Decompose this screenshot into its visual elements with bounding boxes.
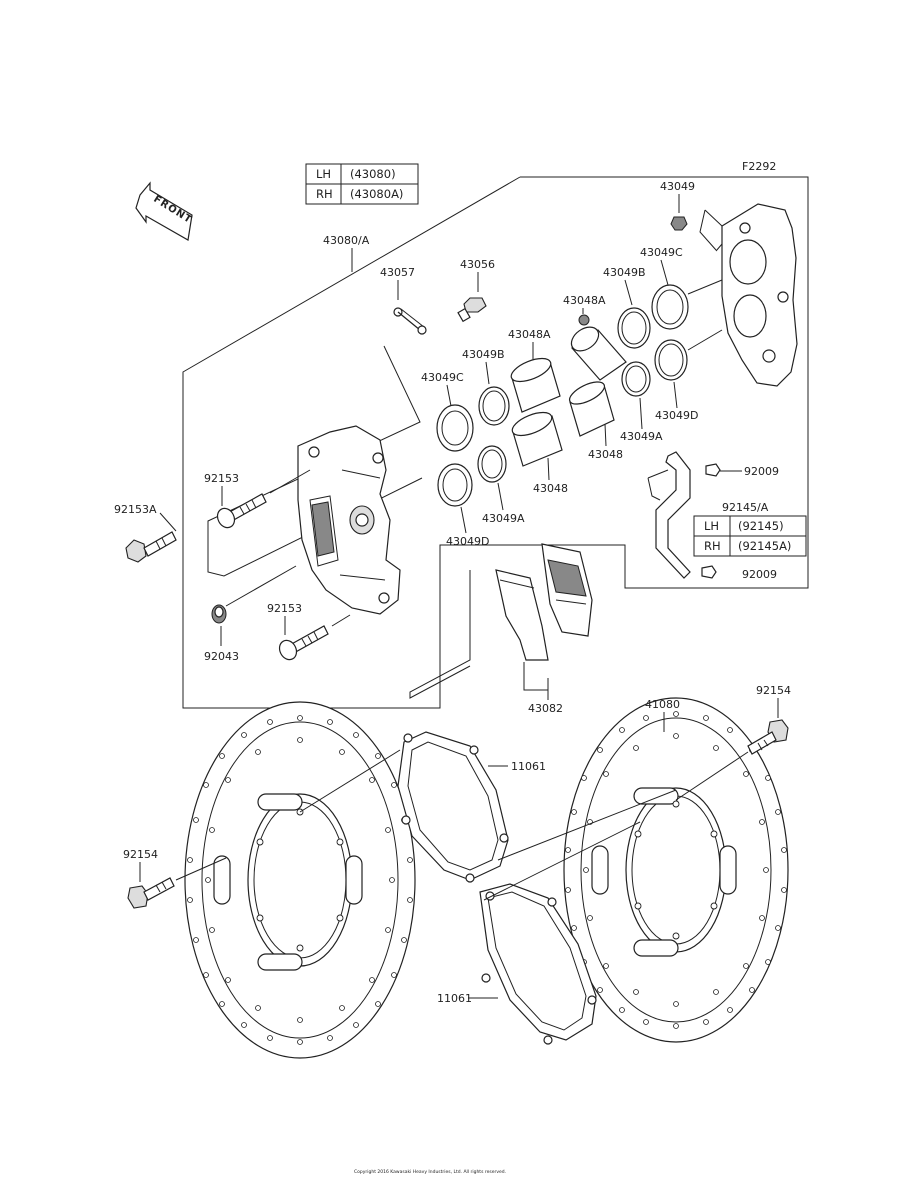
assembly-outline [182, 176, 809, 709]
label-seal-d-left: 43049D [446, 535, 489, 548]
bleeder-cap [670, 216, 688, 231]
caliper-rh [699, 203, 798, 387]
label-bleeder: 43056 [460, 258, 495, 271]
label-disc-right: 41080 [645, 698, 680, 711]
label-screw-92009-bottom: 92009 [742, 568, 777, 581]
seal-b-left [478, 386, 510, 426]
bracket-table-part-lh: (92145) [738, 519, 784, 533]
spring-92043 [211, 604, 227, 624]
bolt-92153a [125, 531, 177, 563]
caliper-lh [297, 425, 401, 615]
bracket-table: LH (92145) RH (92145A) [693, 515, 807, 557]
caliper-table-side-lh: LH [316, 167, 331, 181]
pad-pin [393, 307, 427, 335]
label-bolt-92153a: 92153A [114, 503, 157, 516]
gasket-bottom [479, 883, 597, 1045]
label-piston-a: 43048A [508, 328, 551, 341]
copyright-text: Copyright 2016 Kawasaki Heavy Industries… [354, 1169, 506, 1175]
label-seal-a-right: 43049A [620, 430, 663, 443]
brake-disc-left [184, 701, 416, 1059]
label-bolt-92153-top: 92153 [204, 472, 239, 485]
label-seal-b-left: 43049B [462, 348, 505, 361]
screw-92009-top [705, 463, 721, 477]
bolt-92153-top [216, 493, 267, 529]
label-piston-right: 43048 [588, 448, 623, 461]
label-piston-left: 43048 [533, 482, 568, 495]
caliper-inner-outline [207, 345, 423, 577]
label-screw-92009-top: 92009 [744, 465, 779, 478]
brake-disc-right [563, 697, 789, 1043]
gasket-top [397, 731, 509, 883]
bracket-table-side-lh: LH [704, 519, 719, 533]
label-bolt-92154-left: 92154 [123, 848, 158, 861]
bolt-92153-bottom [278, 625, 329, 661]
label-gasket-bottom: 11061 [437, 992, 472, 1005]
bolt-92154-left [127, 877, 175, 909]
label-bolt-92153-bottom: 92153 [267, 602, 302, 615]
bracket-table-part-rh: (92145A) [738, 539, 791, 553]
bolt-92154-right [747, 719, 789, 755]
label-seal-c-right: 43049C [640, 246, 683, 259]
slide-pin [225, 565, 297, 607]
brake-pad-inner [495, 569, 549, 661]
label-bleeder-cap: 43049 [660, 180, 695, 193]
label-seal-c-left: 43049C [421, 371, 464, 384]
caliper-table-side-rh: RH [316, 187, 333, 201]
label-seal-a-small: 43048A [563, 294, 606, 307]
piston-a [570, 326, 627, 381]
front-arrow-icon: FRONT [135, 181, 194, 241]
label-gasket-top: 11061 [511, 760, 546, 773]
piston-right-lower [568, 381, 615, 437]
diagram-code: F2292 [742, 160, 776, 173]
label-seal-a-left: 43049A [482, 512, 525, 525]
label-pads: 43082 [528, 702, 563, 715]
bleeder-valve [457, 297, 487, 323]
pad-outline [409, 570, 471, 699]
label-seal-d-right: 43049D [655, 409, 698, 422]
brake-pad-outer [541, 543, 593, 637]
label-caliper-assy: 43080/A [323, 234, 370, 247]
bracket-table-side-rh: RH [704, 539, 721, 553]
label-spring-92043: 92043 [204, 650, 239, 663]
piston-left-upper [510, 357, 561, 413]
seal-a-left [477, 445, 507, 483]
label-pin: 43057 [380, 266, 415, 279]
pad-spring-bracket [647, 451, 691, 579]
piston-left-lower [511, 411, 563, 467]
caliper-table: LH (43080) RH (43080A) [305, 163, 419, 205]
seal-c-right [651, 284, 689, 330]
caliper-table-part-lh: (43080) [350, 167, 396, 181]
seal-d-right [654, 339, 688, 381]
label-seal-b-right: 43049B [603, 266, 646, 279]
seal-b-right [617, 307, 651, 349]
label-bracket-assy: 92145/A [722, 501, 769, 514]
label-bolt-92154-right: 92154 [756, 684, 791, 697]
screw-92009-bottom [701, 565, 717, 579]
caliper-table-part-rh: (43080A) [350, 187, 403, 201]
